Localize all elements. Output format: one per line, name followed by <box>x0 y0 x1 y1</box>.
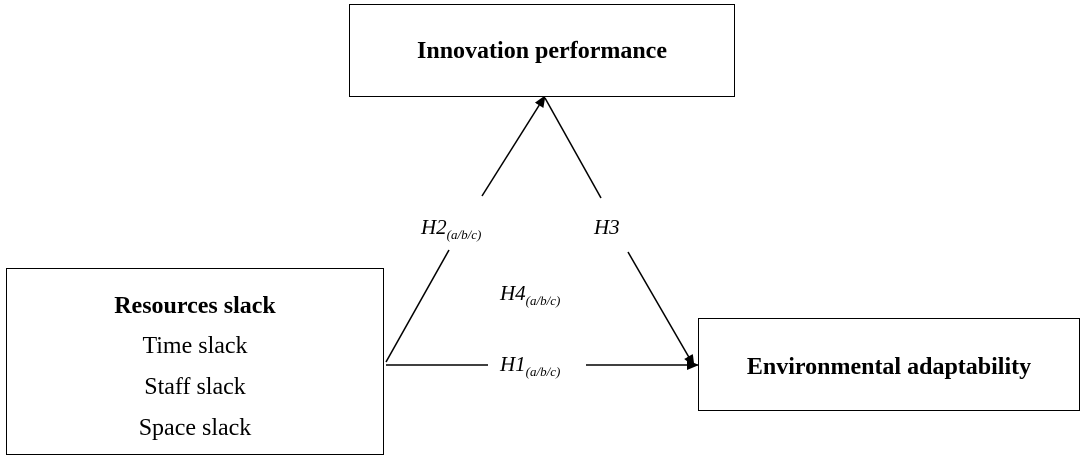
innovation-performance-title: Innovation performance <box>417 38 667 64</box>
resources-item-staff-slack: Staff slack <box>144 374 246 400</box>
resources-slack-box: Resources slack Time slack Staff slack S… <box>6 268 384 455</box>
hypothesis-label-h4: H4(a/b/c) <box>500 281 560 313</box>
environmental-adaptability-title: Environmental adaptability <box>746 354 1032 380</box>
h1-sub: (a/b/c) <box>525 364 561 379</box>
arrow-h2-upper <box>481 95 546 197</box>
resources-item-space-slack: Space slack <box>138 415 252 441</box>
resources-item-time-slack: Time slack <box>142 333 248 359</box>
hypothesis-label-h3: H3 <box>594 215 620 239</box>
h1-main: H1 <box>500 352 526 376</box>
arrow-h3-lower <box>627 251 695 367</box>
resources-slack-title: Resources slack <box>114 293 276 319</box>
h4-main: H4 <box>500 281 526 305</box>
arrow-h2-lower <box>385 249 450 363</box>
h3-main: H3 <box>594 215 620 239</box>
innovation-performance-box: Innovation performance <box>349 4 735 97</box>
hypothesis-label-h2: H2(a/b/c) <box>421 215 481 247</box>
hypothesis-label-h1: H1(a/b/c) <box>500 352 560 384</box>
h2-main: H2 <box>421 215 447 239</box>
h2-sub: (a/b/c) <box>446 227 482 242</box>
environmental-adaptability-box: Environmental adaptability <box>698 318 1080 411</box>
arrow-h3-upper <box>544 97 602 199</box>
h4-sub: (a/b/c) <box>525 293 561 308</box>
